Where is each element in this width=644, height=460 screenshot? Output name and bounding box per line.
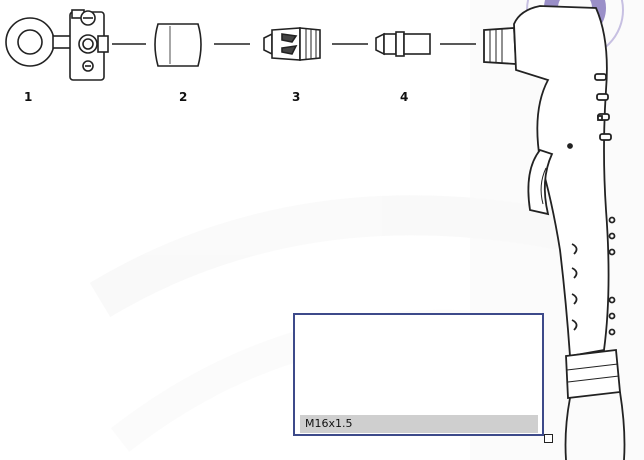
part-1-swirl-ring [5,9,109,81]
torch-handle [483,5,626,460]
thread-label-bar: M16x1.5 [300,415,538,433]
part-3-nozzle [263,27,321,61]
part-number-4: 4 [400,90,409,104]
part-number-2: 2 [179,90,188,104]
part-2-insulator [154,23,202,67]
cable-detail-inset: M16x1.5 [293,313,544,436]
part-4-electrode [375,31,431,57]
part-number-1: 1 [24,90,33,104]
part-number-3: 3 [292,90,301,104]
inset-resize-handle[interactable] [544,434,553,443]
thread-label: M16x1.5 [305,417,353,430]
